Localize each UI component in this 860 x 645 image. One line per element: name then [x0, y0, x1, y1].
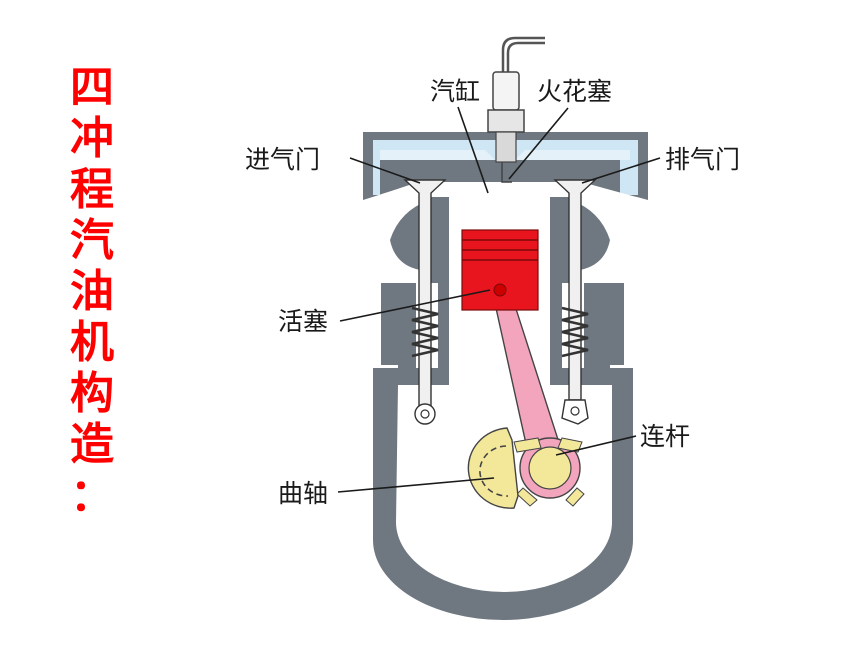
- label-exhaust-valve: 排气门: [665, 145, 740, 174]
- exhaust-valve: [553, 179, 597, 425]
- label-connecting-rod: 连杆: [640, 422, 690, 451]
- connecting-rod: [491, 283, 585, 507]
- intake-valve: [403, 179, 447, 425]
- title-char: ：: [70, 470, 114, 521]
- label-piston: 活塞: [278, 307, 328, 336]
- title-char: 机: [70, 317, 114, 368]
- title-char: 冲: [70, 113, 114, 164]
- engine-housing: [363, 132, 648, 620]
- label-crankshaft: 曲轴: [278, 479, 328, 508]
- title-char: 程: [70, 164, 114, 215]
- spark-plug: [487, 71, 525, 183]
- slide-title: 四冲程汽油机构造：: [62, 62, 122, 521]
- title-char: 造: [70, 419, 114, 470]
- title-char: 油: [70, 266, 114, 317]
- label-intake-valve: 进气门: [245, 145, 320, 174]
- label-spark-plug: 火花塞: [537, 77, 612, 106]
- crankshaft: [467, 427, 519, 509]
- title-char: 汽: [70, 215, 114, 266]
- title-char: 四: [70, 62, 114, 113]
- spark-plug-wire: [501, 36, 545, 75]
- leader-lines: [337, 106, 661, 493]
- piston: [461, 229, 539, 311]
- label-cylinder: 汽缸: [430, 77, 480, 106]
- title-char: 构: [70, 368, 114, 419]
